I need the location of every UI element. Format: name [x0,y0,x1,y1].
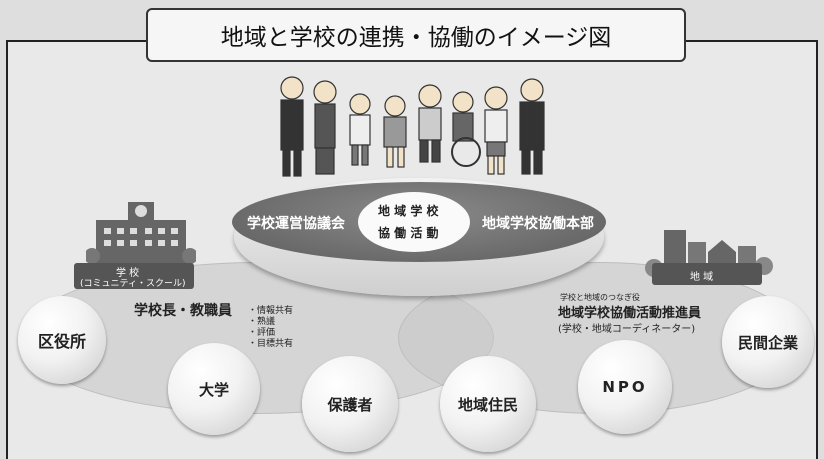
school-badge [74,263,194,289]
community-headquarters-label: 地域学校協働本部 [482,216,594,232]
coordinator-subtitle: (学校・地域コーディネーター) [558,324,696,335]
school-staff-label: 学校長・教職員 [134,303,232,319]
partner-circle-university: 大学 [168,343,260,435]
partner-circle-residents: 地域住民 [440,356,536,452]
partner-circle-parents: 保護者 [302,356,398,452]
school-council-label: 学校運営協議会 [247,216,345,232]
share-item: ・熟議 [248,317,276,327]
core-activity-circle [358,192,470,252]
diagram-title: 地域と学校の連携・協働のイメージ図 [146,8,686,62]
partner-circle-private-companies: 民間企業 [722,296,814,388]
community-badge-label: 地 域 [690,272,714,283]
core-activity-line1: 地 域 学 校 [378,204,439,218]
partner-circle-npo: NPO [578,340,672,434]
share-item: ・目標共有 [248,339,294,349]
school-building-icon [86,202,196,268]
share-item: ・情報共有 [248,306,294,316]
people-illustration [280,76,545,177]
coordinator-title: 地域学校協働活動推進員 [558,306,702,321]
partner-circle-ward-office: 区役所 [18,296,106,384]
core-activity-line2: 協 働 活 動 [378,226,439,240]
coordinator-small-label: 学校と地域のつなぎ役 [560,293,640,302]
school-badge-line2: (コミュニティ・スクール) [80,279,186,289]
school-badge-line1: 学 校 [116,268,140,279]
share-item: ・評価 [248,328,276,338]
community-badge [652,263,762,285]
